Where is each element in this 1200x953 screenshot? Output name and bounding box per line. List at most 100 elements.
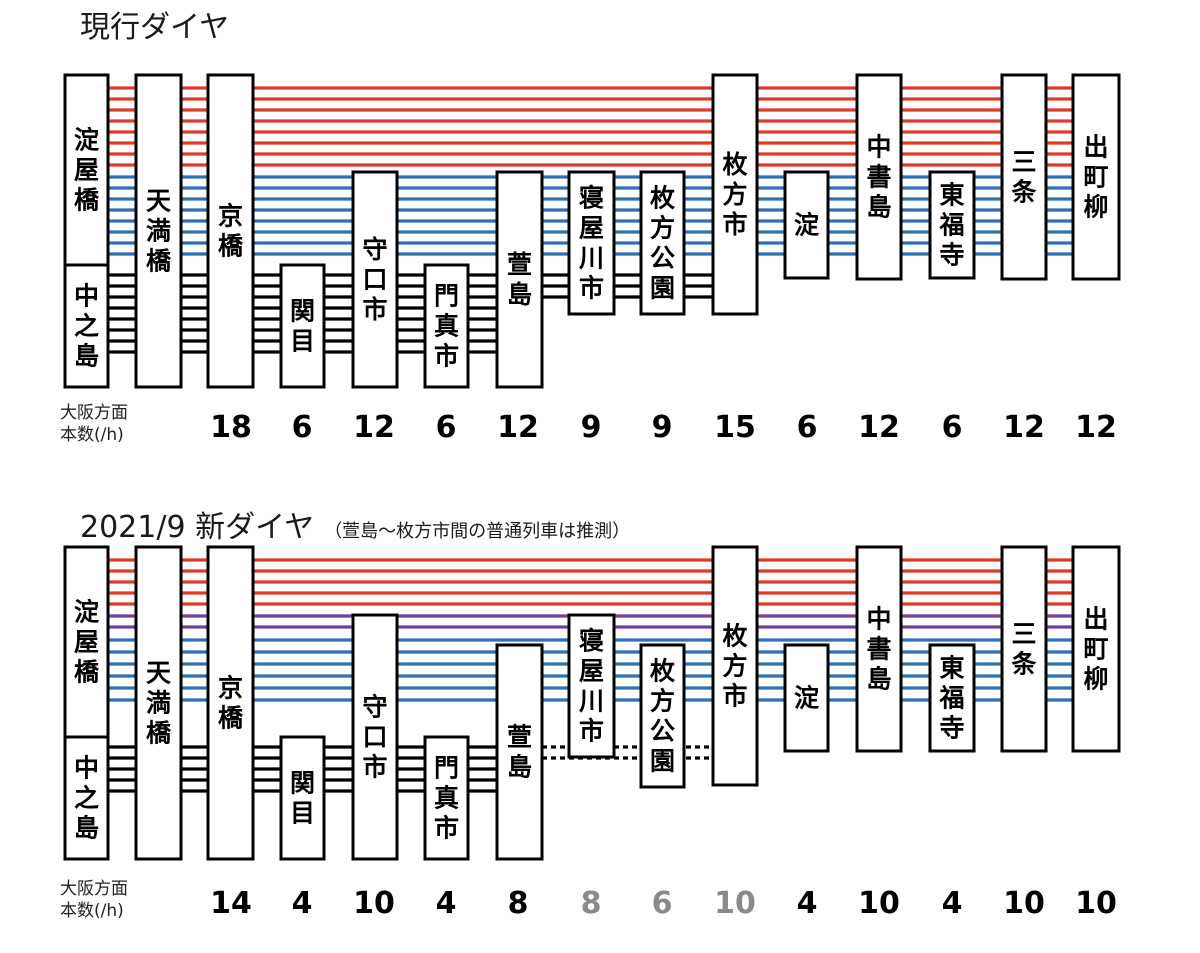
station-box — [63, 545, 110, 739]
station-name: 淀 — [794, 211, 820, 240]
train-count: 4 — [797, 886, 818, 921]
current-timetable-panel: 現行ダイヤ 淀屋橋中之島天満橋京橋関目守口市門真市萱島寝屋川市枚方公園枚方市淀中… — [0, 0, 1200, 476]
train-count: 12 — [1075, 410, 1117, 445]
station-box — [567, 613, 616, 759]
train-count: 4 — [292, 886, 313, 921]
train-count: 12 — [1003, 410, 1045, 445]
train-count: 6 — [652, 886, 673, 921]
station-name: 萱島 — [507, 723, 532, 782]
new-timetable-panel: 2021/9 新ダイヤ（萱島〜枚方市間の普通列車は推測） 淀屋橋中之島天満橋京橋… — [0, 470, 1200, 946]
panel-title: 現行ダイヤ — [80, 2, 239, 46]
station-box — [711, 545, 759, 787]
station-name: 枚方公園 — [650, 184, 675, 303]
train-count: 14 — [210, 886, 252, 921]
count-label: 大阪方面 本数(/h) — [60, 878, 128, 922]
station-name: 淀屋橋 — [74, 598, 100, 687]
station-name: 萱島 — [507, 250, 532, 309]
count-label-line1: 大阪方面 — [60, 879, 128, 899]
panel-note: （萱島〜枚方市間の普通列車は推測） — [324, 521, 631, 542]
train-count: 12 — [497, 410, 539, 445]
station-box — [351, 170, 399, 389]
station-box — [1000, 545, 1048, 753]
station-name: 淀 — [794, 684, 820, 713]
station-name: 三条 — [1011, 148, 1037, 207]
station-box — [1000, 73, 1048, 281]
station-name: 枚方市 — [722, 150, 747, 239]
station-box — [423, 263, 470, 389]
train-count: 15 — [714, 410, 756, 445]
station-box — [783, 170, 830, 280]
line-diagram: 淀屋橋中之島天満橋京橋関目守口市門真市萱島寝屋川市枚方公園枚方市淀中書島東福寺三… — [63, 73, 1121, 445]
station-name: 関目 — [290, 769, 315, 828]
stations: 淀屋橋中之島天満橋京橋関目守口市門真市萱島寝屋川市枚方公園枚方市淀中書島東福寺三… — [63, 545, 1121, 861]
station-name: 三条 — [1011, 620, 1037, 679]
station-box — [279, 263, 326, 389]
train-count: 10 — [714, 886, 756, 921]
count-label-line2: 本数(/h) — [60, 901, 124, 921]
station-name: 門真市 — [434, 282, 459, 371]
station-name: 寝屋川市 — [579, 627, 604, 746]
panel-title-text: 現行ダイヤ — [80, 10, 230, 45]
station-name: 天満橋 — [146, 187, 172, 276]
station-box — [351, 613, 399, 861]
station-name: 天満橋 — [146, 659, 172, 748]
station-box — [1071, 545, 1121, 753]
station-box — [495, 643, 544, 861]
station-name: 中書島 — [866, 605, 891, 694]
station-box — [495, 170, 544, 389]
station-box — [206, 545, 255, 861]
station-box — [63, 263, 110, 389]
station-box — [711, 73, 759, 316]
station-name: 中書島 — [866, 133, 891, 222]
station-name: 京橋 — [218, 202, 244, 261]
count-label-line2: 本数(/h) — [60, 425, 124, 445]
train-count: 9 — [581, 410, 602, 445]
station-box — [928, 643, 976, 753]
station-box — [63, 735, 110, 861]
station-box — [134, 545, 183, 861]
panel-title: 2021/9 新ダイヤ（萱島〜枚方市間の普通列車は推測） — [80, 502, 630, 546]
train-count: 10 — [1075, 886, 1117, 921]
train-count: 6 — [797, 410, 818, 445]
station-name: 東福寺 — [938, 181, 964, 270]
station-box — [855, 545, 903, 753]
stations: 淀屋橋中之島天満橋京橋関目守口市門真市萱島寝屋川市枚方公園枚方市淀中書島東福寺三… — [63, 73, 1121, 389]
station-name: 東福寺 — [938, 654, 964, 743]
station-box — [279, 735, 326, 861]
station-name: 枚方市 — [722, 622, 747, 711]
station-box — [567, 170, 616, 316]
station-name: 枚方公園 — [650, 657, 675, 776]
train-count: 10 — [353, 886, 395, 921]
station-name: 淀屋橋 — [74, 126, 100, 215]
train-count: 6 — [942, 410, 963, 445]
train-count: 12 — [858, 410, 900, 445]
line-diagram: 淀屋橋中之島天満橋京橋関目守口市門真市萱島寝屋川市枚方公園枚方市淀中書島東福寺三… — [63, 545, 1121, 921]
train-count: 6 — [436, 410, 457, 445]
train-count: 10 — [858, 886, 900, 921]
train-count: 8 — [508, 886, 529, 921]
station-box — [928, 170, 976, 280]
train-count: 10 — [1003, 886, 1045, 921]
station-box — [134, 73, 183, 389]
train-count: 9 — [652, 410, 673, 445]
station-box — [423, 735, 470, 861]
station-name: 寝屋川市 — [579, 184, 604, 303]
count-label-line1: 大阪方面 — [60, 403, 128, 423]
station-box — [1071, 73, 1121, 281]
station-box — [639, 170, 686, 316]
train-count: 6 — [292, 410, 313, 445]
station-box — [855, 73, 903, 281]
station-name: 中之島 — [74, 754, 99, 843]
station-name: 門真市 — [434, 754, 459, 843]
station-name: 守口市 — [362, 693, 387, 782]
train-count: 4 — [436, 886, 457, 921]
station-box — [206, 73, 255, 389]
station-box — [783, 643, 830, 753]
station-box — [63, 73, 110, 267]
count-label: 大阪方面 本数(/h) — [60, 402, 128, 446]
train-count: 18 — [210, 410, 252, 445]
station-name: 中之島 — [74, 282, 99, 371]
station-name: 守口市 — [362, 235, 387, 324]
